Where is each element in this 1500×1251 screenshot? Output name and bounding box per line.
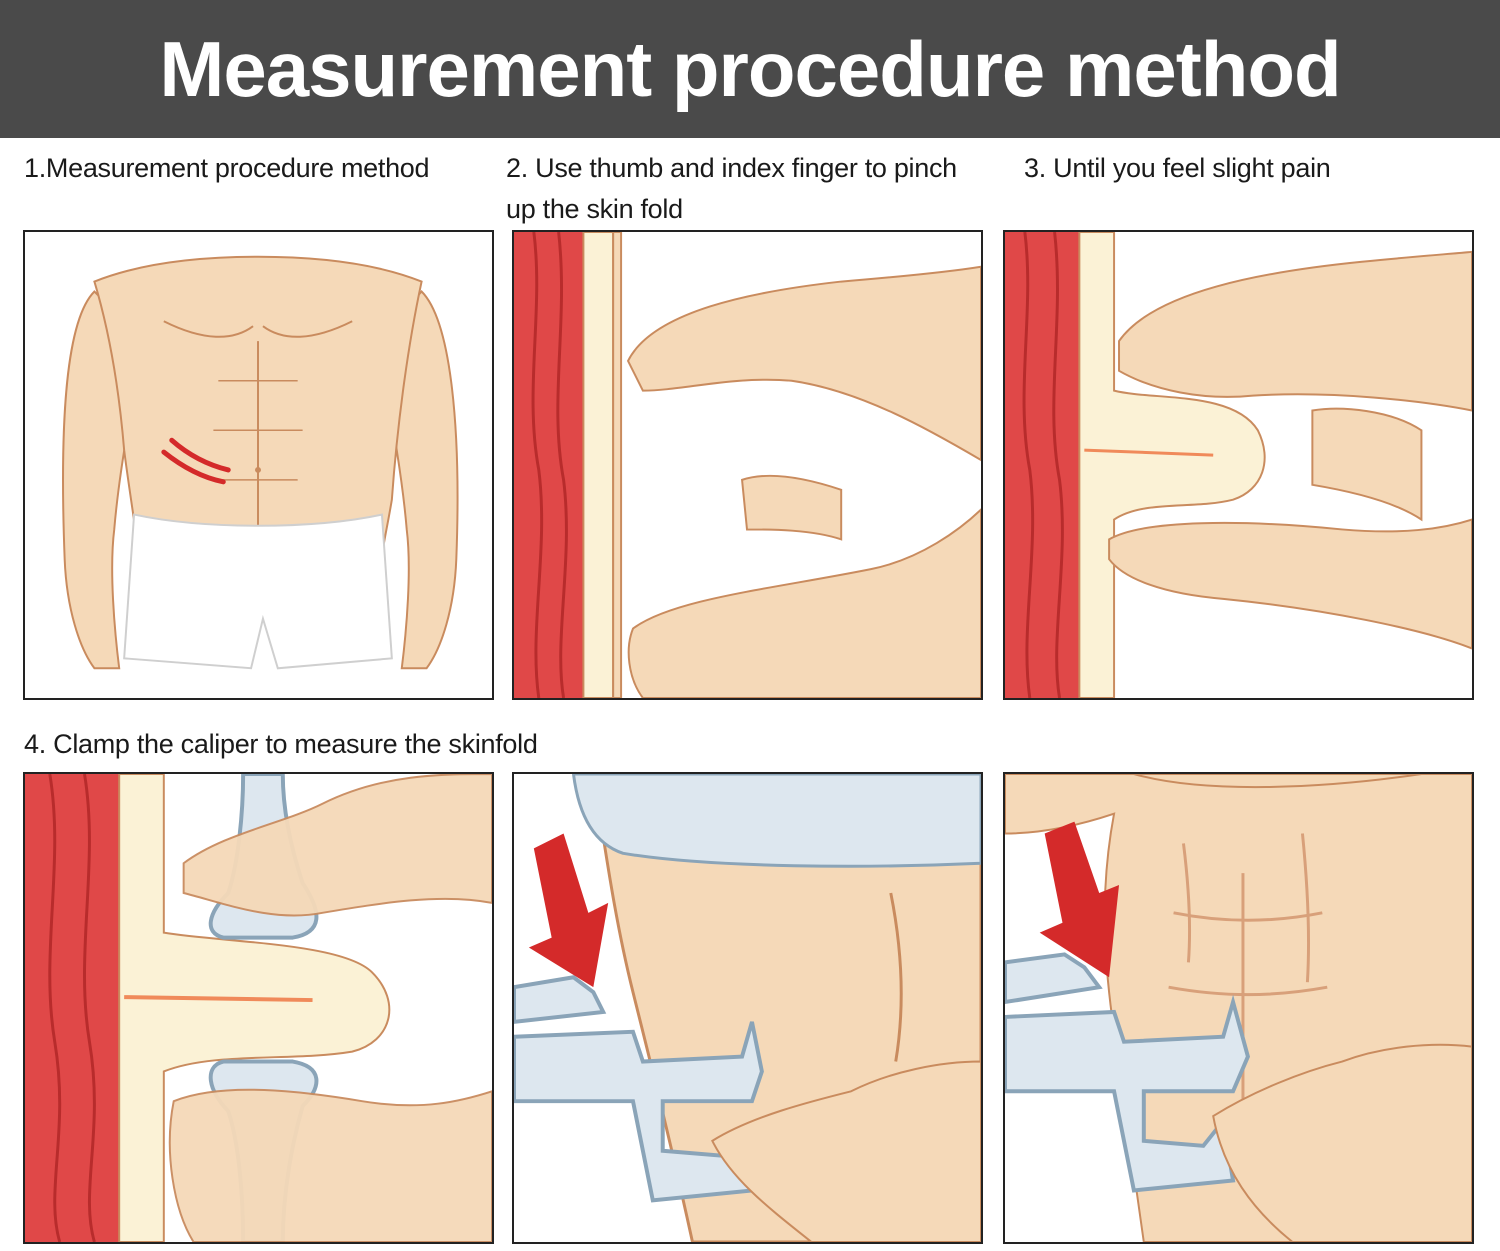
step-3-caption: 3. Until you feel slight pain xyxy=(1024,153,1331,183)
header-banner: Measurement procedure method xyxy=(0,0,1500,138)
caliper-clamp-illustration xyxy=(25,774,492,1242)
panel-pinch xyxy=(512,230,983,700)
caliper-front-illustration xyxy=(1005,774,1472,1242)
step-2-caption: 2. Use thumb and index finger to pinch u… xyxy=(506,153,957,224)
torso-illustration xyxy=(62,255,459,670)
panel-caliper-side xyxy=(512,772,983,1244)
step-4-caption: 4. Clamp the caliper to measure the skin… xyxy=(24,729,538,759)
down-arrow-icon xyxy=(528,833,609,988)
pinch-illustration xyxy=(514,232,981,698)
panel-torso xyxy=(23,230,494,700)
panel-caliper-front xyxy=(1003,772,1474,1244)
panel-pinch-pain xyxy=(1003,230,1474,700)
pinch-pain-illustration xyxy=(1005,232,1472,698)
down-arrow-icon xyxy=(1039,821,1120,978)
panel-caliper-clamp xyxy=(23,772,494,1244)
step-1-caption: 1.Measurement procedure method xyxy=(24,153,430,183)
page-title: Measurement procedure method xyxy=(159,24,1341,113)
caliper-side-illustration xyxy=(514,774,981,1242)
